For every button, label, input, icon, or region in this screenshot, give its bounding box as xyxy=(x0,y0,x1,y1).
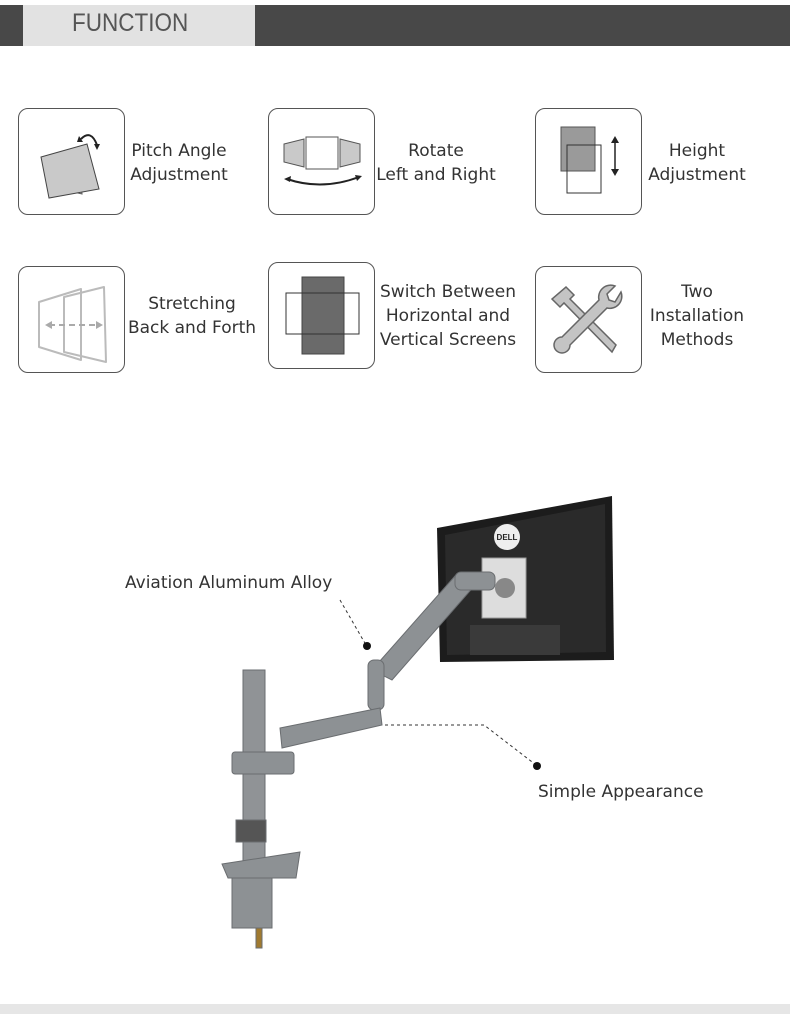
callout-material: Aviation Aluminum Alloy xyxy=(125,573,333,593)
monitor-arm-photo: DELL xyxy=(221,496,614,949)
section-title: FUNCTION xyxy=(72,9,189,37)
pitch-angle-icon xyxy=(18,108,125,215)
brand-logo-text: DELL xyxy=(497,533,518,542)
switch-orientation-icon xyxy=(268,262,375,369)
header-tab xyxy=(23,5,255,46)
monitor: DELL xyxy=(437,496,614,662)
tools-icon xyxy=(535,266,642,373)
height-icon xyxy=(535,108,642,215)
footer-bar xyxy=(0,1004,790,1014)
callout-appearance: Simple Appearance xyxy=(538,782,704,802)
stretch-icon xyxy=(18,266,125,373)
brand-logo xyxy=(494,524,520,550)
rotate-icon xyxy=(268,108,375,215)
